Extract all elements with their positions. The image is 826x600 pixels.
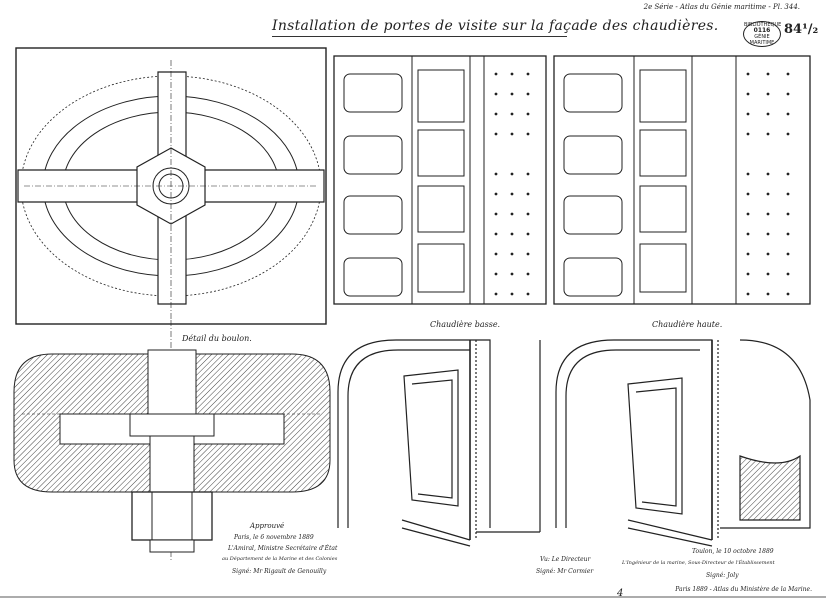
engineer-title: L'Ingénieur de la marine, Sous-Directeur… bbox=[622, 560, 775, 566]
header-reference: 2e Série - Atlas du Génie maritime - Pl.… bbox=[643, 3, 800, 11]
verifier-signature: Signé: Mr Cormier bbox=[536, 568, 594, 575]
boiler-section-low bbox=[337, 339, 541, 547]
page-number: 4 bbox=[617, 588, 624, 599]
boiler-front-high bbox=[553, 55, 811, 305]
library-stamp: BIBLIOTHÈQUE 0116 GÉNIE MARITIME bbox=[743, 21, 781, 47]
drawing-title: Installation de portes de visite sur la … bbox=[272, 18, 719, 34]
door-plan-view bbox=[15, 47, 327, 560]
boiler-section-high bbox=[555, 339, 811, 547]
engineer-signature: Signé: Joly bbox=[706, 572, 739, 579]
chaudiere-basse-label: Chaudière basse. bbox=[430, 320, 501, 329]
engineer-date: Toulon, le 10 octobre 1889 bbox=[692, 548, 774, 555]
stamp-number: 0116 bbox=[753, 27, 771, 34]
title-underline bbox=[272, 36, 567, 37]
chaudiere-haute-label: Chaudière haute. bbox=[652, 320, 723, 329]
approval-department: au Département de la Marine et des Colon… bbox=[222, 556, 338, 562]
approval-date: Paris, le 6 novembre 1889 bbox=[234, 534, 314, 541]
boiler-front-low bbox=[333, 55, 547, 305]
bottom-reference: Paris 1889 - Atlas du Ministère de la Ma… bbox=[675, 586, 812, 593]
approval-minister: L'Amiral, Ministre Secrétaire d'État bbox=[228, 545, 338, 552]
approval-heading: Approuvé bbox=[250, 522, 285, 530]
verifier-title: Vu: Le Directeur bbox=[540, 556, 591, 563]
stamp-top-text: BIBLIOTHÈQUE bbox=[744, 22, 782, 28]
approval-signature: Signé: Mr Rigault de Genouilly bbox=[232, 568, 327, 575]
sheet-number: 84¹/₂ bbox=[784, 22, 819, 37]
detail-bolt-label: Détail du boulon. bbox=[182, 334, 252, 343]
bolt-section-view bbox=[13, 349, 331, 553]
stamp-bottom-text: GÉNIE MARITIME bbox=[749, 34, 775, 46]
